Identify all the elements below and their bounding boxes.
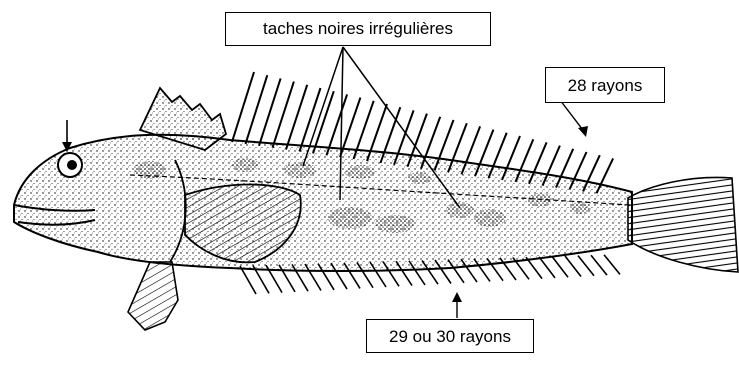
anal-rays-label: 29 ou 30 rayons [366,319,534,353]
spots-label: taches noires irrégulières [225,12,491,46]
anal-ray [604,255,620,275]
caudal-fin [628,177,738,272]
anal-ray [539,257,555,278]
pelvic-fin [128,262,178,330]
anal-ray [565,256,581,277]
anal-ray [552,256,568,277]
dorsal-rays-label: 28 rayons [545,67,665,103]
dorsal-ray [232,72,254,142]
anal-ray [591,255,607,275]
anal-ray [578,256,594,276]
